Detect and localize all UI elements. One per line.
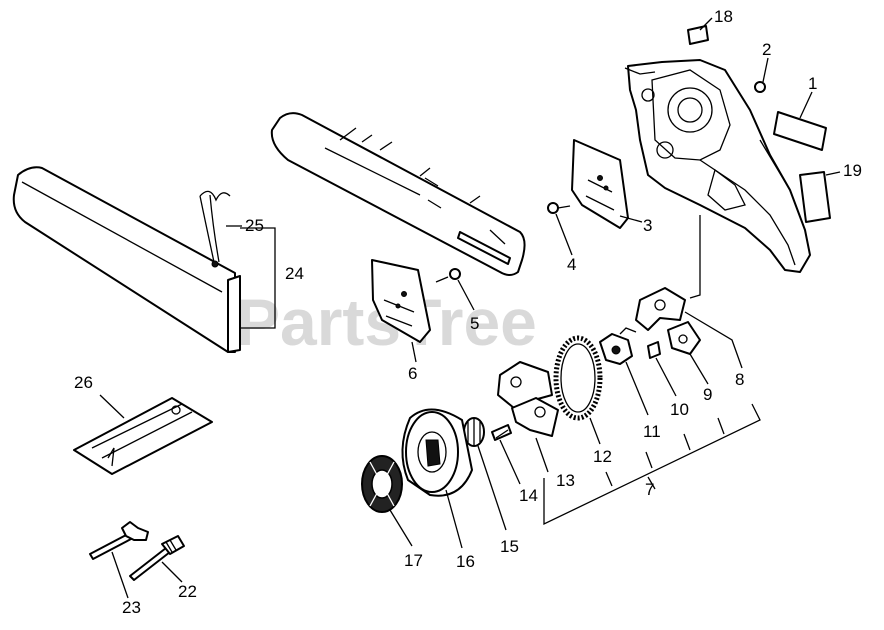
part-1-label: 1 [773,74,827,151]
part-16-clutch-drum: 16 [401,408,475,571]
callout-22: 22 [178,582,197,601]
part-13-clutch: 13 [497,361,575,490]
callout-7: 7 [645,480,654,499]
callout-19: 19 [843,161,862,180]
part-4-screw: 4 [547,202,576,274]
callout-15: 15 [500,537,519,556]
part-2-nut: 2 [754,40,771,93]
part-22-tool: 22 [129,535,197,601]
callout-1: 1 [808,74,817,93]
part-23-tool: 23 [89,521,149,617]
callout-9: 9 [703,385,712,404]
callout-18: 18 [714,7,733,26]
part-19-label: 19 [799,161,862,223]
part-6-outer-plate: 6 [371,259,431,383]
callout-4: 4 [567,255,576,274]
part-14-screw: 14 [491,424,538,505]
callout-24: 24 [285,264,304,283]
part-9-clutch-spring: 9 [667,321,712,404]
callout-6: 6 [408,364,417,383]
part-3-inner-plate: 3 [571,139,652,235]
callout-26: 26 [74,373,93,392]
callout-8: 8 [735,370,744,389]
bar-scabbard [12,166,241,353]
callout-25: 25 [245,216,264,235]
callout-7-bracket: 7 [543,403,761,526]
part-12-clutch-spring-ring: 12 [553,335,612,466]
part-18-decal: 18 [687,7,733,45]
callout-10: 10 [670,400,689,419]
callout-16: 16 [456,552,475,571]
part-15-bearing: 15 [463,417,519,556]
callout-14: 14 [519,486,538,505]
motor-housing [624,59,811,273]
callout-5: 5 [470,314,479,333]
callout-24-group: 25 24 [226,216,304,329]
part-17-sprocket: 17 [361,455,423,570]
callout-2: 2 [762,40,771,59]
part-5-screw: 5 [435,268,479,333]
guide-bar [270,112,526,276]
part-10-pin: 10 [647,341,689,419]
callout-12: 12 [593,447,612,466]
part-26-instruction-sheet: 26 [73,373,213,475]
part-11-hub: 11 [599,327,661,441]
callout-11: 11 [643,422,661,441]
callout-17: 17 [404,551,423,570]
part-8-clutch-shoe: 8 [635,215,744,389]
callout-3: 3 [643,216,652,235]
callout-23: 23 [122,598,141,617]
callout-13: 13 [556,471,575,490]
